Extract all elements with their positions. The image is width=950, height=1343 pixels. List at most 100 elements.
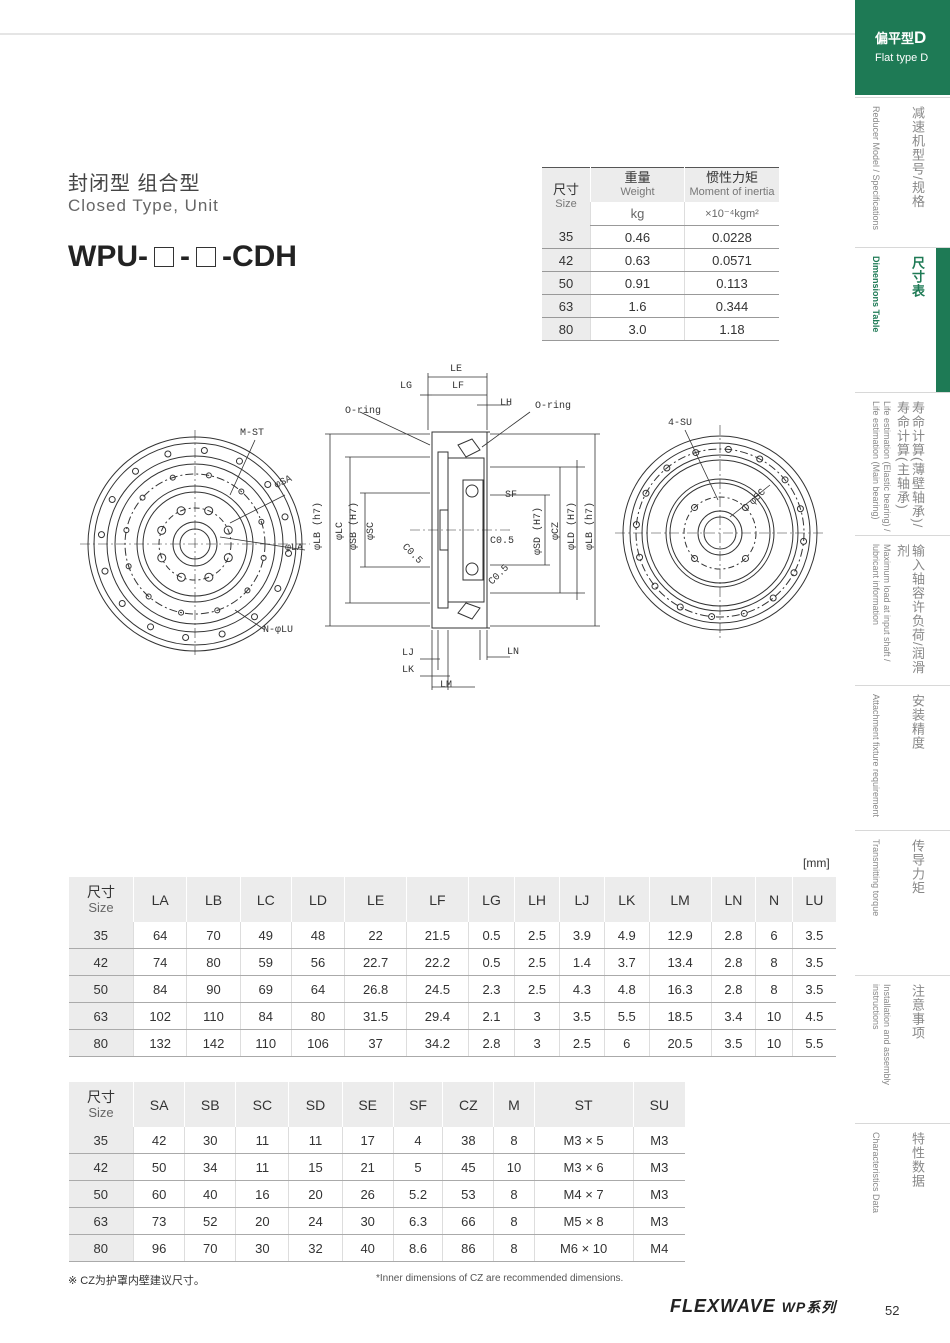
label-sd: φSD (H7) <box>532 507 544 555</box>
note-en: *Inner dimensions of CZ are recommended … <box>376 1273 624 1284</box>
size-cell: 63 <box>542 294 591 318</box>
value-cell: 11 <box>235 1153 289 1181</box>
page-title-en: Closed Type, Unit <box>68 196 219 215</box>
label-sf: SF <box>505 490 517 501</box>
value-cell: 5.5 <box>603 1002 650 1030</box>
model-placeholder-box <box>153 247 174 267</box>
value-cell: 3.5 <box>558 1002 605 1030</box>
bolt-hole <box>145 593 152 600</box>
size-cell: 80 <box>68 1234 134 1262</box>
value-cell: 84 <box>132 975 187 1003</box>
value-cell: 49 <box>239 922 292 949</box>
value-cell: 0.5 <box>467 922 515 949</box>
value-cell: 4 <box>392 1127 443 1154</box>
column-header: LH <box>514 877 560 922</box>
sidebar-item-characteristics[interactable]: 特性数据 Characteristics Data <box>855 1123 950 1284</box>
value-cell: 18.5 <box>648 1002 712 1030</box>
value-cell: M5 × 8 <box>533 1207 634 1235</box>
label-ld: φLD (H7) <box>566 502 578 550</box>
size-cell: 42 <box>68 1153 134 1181</box>
value-cell: 11 <box>288 1127 343 1154</box>
value-cell: 1.4 <box>558 948 605 976</box>
sidebar-item-instructions[interactable]: 注意事项 Installation and assembly instructi… <box>855 975 950 1124</box>
column-header: SD <box>288 1082 343 1127</box>
value-cell: 24.5 <box>406 975 469 1003</box>
value-cell: 3.5 <box>710 1029 756 1057</box>
bolt-hole <box>724 445 732 453</box>
value-cell: 22.2 <box>406 948 469 976</box>
column-header: SA <box>132 1082 185 1127</box>
sidebar-item-torque[interactable]: 传导力矩 Transmitting torque <box>855 830 950 976</box>
value-cell: 4.8 <box>603 975 650 1003</box>
value-cell: 142 <box>186 1029 241 1057</box>
value-cell: 3.4 <box>710 1002 756 1030</box>
bolt-hole <box>800 537 808 545</box>
sidebar-item-input-load[interactable]: 输入轴容许负荷/润滑剂 Maximum load at input shaft … <box>855 535 950 686</box>
sidebar-item-dimensions[interactable]: 尺寸表 Dimensions Table <box>855 247 950 393</box>
value-cell: 8 <box>493 1207 535 1235</box>
sidebar-item-label-cn: 安装精度 <box>910 694 925 750</box>
value-cell: M3 <box>632 1127 685 1154</box>
page-number: 52 <box>885 1303 900 1318</box>
value-cell: 12.9 <box>648 922 712 949</box>
value-cell: 11 <box>235 1127 289 1154</box>
size-cell: 63 <box>68 1002 134 1030</box>
column-header: LK <box>603 877 650 922</box>
value-cell: M3 <box>632 1153 685 1181</box>
label-c05-bottom: C0.5 <box>487 563 512 588</box>
column-header: LB <box>186 877 241 922</box>
value-cell: 4.9 <box>603 922 650 949</box>
model-code: WPU---CDH <box>68 240 297 274</box>
sidebar-item-label-en: Attachment fixture requirement <box>871 694 881 818</box>
value-cell: 0.5 <box>467 948 515 976</box>
label-lm: LM <box>440 680 452 691</box>
value-cell: 69 <box>239 975 292 1003</box>
bolt-hole <box>205 472 212 479</box>
value-cell: 22 <box>344 922 407 949</box>
value-cell: 0.91 <box>590 271 685 295</box>
label-lf: LF <box>452 381 464 392</box>
value-cell: 2.1 <box>467 1002 515 1030</box>
size-cell: 35 <box>542 225 591 249</box>
sidebar-item-attachment[interactable]: 安装精度 Attachment fixture requirement <box>855 685 950 831</box>
label-c05-left: C0.5 <box>399 542 424 567</box>
sidebar-header: 偏平型D Flat type D <box>855 0 950 95</box>
column-header: LC <box>239 877 292 922</box>
bolt-hole <box>691 504 699 512</box>
value-cell: 10 <box>755 1029 793 1057</box>
size-cell: 42 <box>68 948 134 976</box>
sidebar-item-label-en: Reducer Model / Specifications <box>871 106 881 231</box>
value-cell: 20.5 <box>648 1029 712 1057</box>
value-cell: 24 <box>288 1207 343 1235</box>
sidebar-item-reducer-model[interactable]: 减速机型号/规格 Reducer Model / Specifications <box>855 97 950 248</box>
bolt-hole <box>178 609 185 616</box>
value-cell: 2.8 <box>710 922 756 949</box>
value-cell: 3 <box>514 1029 560 1057</box>
bolt-hole <box>125 563 132 570</box>
sidebar-item-life-estimation[interactable]: 寿命计算(薄壁轴承)/寿命计算(主轴承) Life estimation (El… <box>855 392 950 536</box>
column-header: N <box>755 877 793 922</box>
value-cell: 73 <box>132 1207 185 1235</box>
bolt-hole <box>235 457 243 465</box>
sidebar-item-label-en: Transmitting torque <box>871 839 881 917</box>
value-cell: 80 <box>186 948 241 976</box>
bolt-hole <box>251 613 259 621</box>
column-header: LJ <box>558 877 605 922</box>
value-cell: 2.8 <box>710 975 756 1003</box>
column-header: SE <box>341 1082 394 1127</box>
value-cell: 6.3 <box>392 1207 443 1235</box>
value-cell: 34.2 <box>406 1029 469 1057</box>
